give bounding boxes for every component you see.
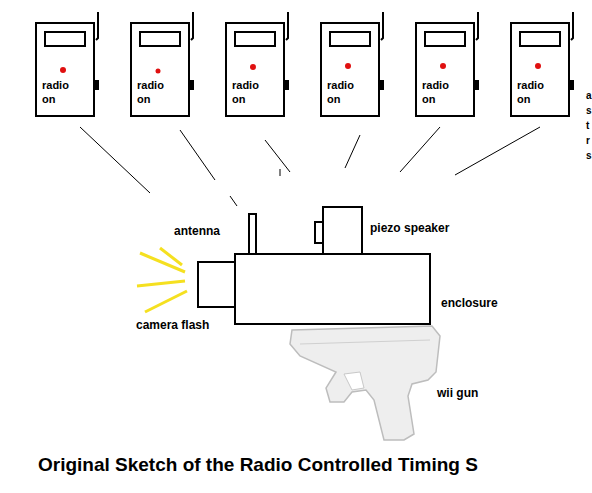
radio-box: radio on xyxy=(225,22,285,117)
part-label: wii gun xyxy=(437,386,478,400)
radio-label: radio on xyxy=(137,78,173,106)
radio-box: radio on xyxy=(320,22,380,117)
radio-label: radio on xyxy=(327,78,363,106)
speaker-stub xyxy=(315,222,323,243)
part-label: enclosure xyxy=(441,296,498,310)
radio-box: radio on xyxy=(35,22,95,117)
radio-box: radio on xyxy=(510,22,570,117)
part-label: r xyxy=(586,135,590,146)
part-label: antenna xyxy=(174,224,220,238)
radio-label: radio on xyxy=(517,78,553,106)
radio-box: radio on xyxy=(415,22,475,117)
radio-details xyxy=(45,12,573,46)
camera-flash xyxy=(198,262,235,307)
part-label: t xyxy=(586,120,589,131)
piezo-speaker xyxy=(323,207,362,255)
part-label: piezo speaker xyxy=(370,221,449,235)
radio-box: radio on xyxy=(130,22,190,117)
radio-led xyxy=(60,63,541,74)
part-label: s xyxy=(586,150,592,161)
radio-label: radio on xyxy=(42,78,78,106)
part-label: a xyxy=(586,90,592,101)
antenna-rod xyxy=(249,214,256,254)
diagram-title: Original Sketch of the Radio Controlled … xyxy=(38,454,478,476)
signal-lines xyxy=(80,127,540,206)
part-label: s xyxy=(586,105,592,116)
part-label: camera flash xyxy=(136,318,209,332)
enclosure-box xyxy=(235,254,430,324)
wii-gun xyxy=(290,326,440,440)
flash-rays xyxy=(137,248,187,312)
radio-label: radio on xyxy=(422,78,458,106)
radio-label: radio on xyxy=(232,78,268,106)
